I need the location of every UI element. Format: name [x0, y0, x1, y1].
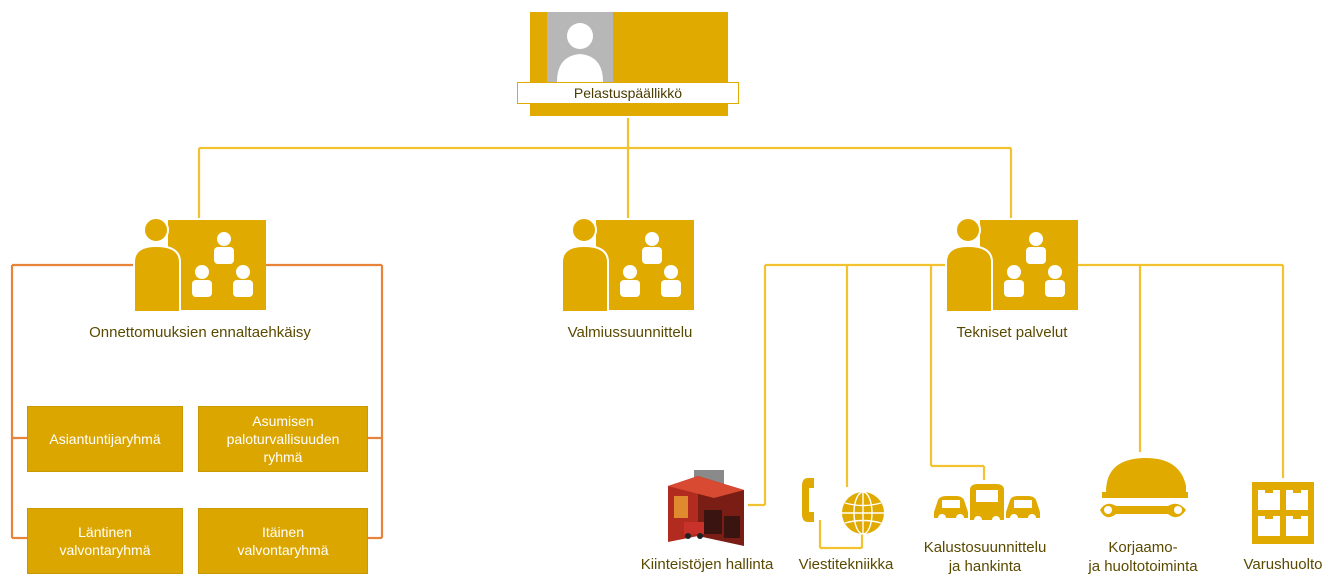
- group-box-eastern-supervision[interactable]: Itäinen valvontaryhmä: [198, 508, 368, 574]
- unit-label-prevention[interactable]: Onnettomuuksien ennaltaehkäisy: [89, 324, 311, 341]
- vehicles-icon: [932, 482, 1042, 531]
- group-box-western-supervision[interactable]: Läntinen valvontaryhmä: [27, 508, 183, 574]
- team-icon: [560, 214, 696, 319]
- helmet-wrench-icon: [1098, 452, 1190, 533]
- service-label-fleet[interactable]: Kalustosuunnittelu ja hankinta: [923, 539, 1047, 575]
- group-box-housing-fire-safety[interactable]: Asumisen paloturvallisuuden ryhmä: [198, 406, 368, 472]
- team-icon: [944, 214, 1080, 319]
- group-box-experts[interactable]: Asiantuntijaryhmä: [27, 406, 183, 472]
- unit-label-technical[interactable]: Tekniset palvelut: [956, 324, 1068, 341]
- service-label-property[interactable]: Kiinteistöjen hallinta: [640, 556, 774, 573]
- unit-label-preparedness[interactable]: Valmiussuunnittelu: [567, 324, 693, 341]
- person-placeholder-icon: [547, 12, 613, 82]
- team-icon: [132, 214, 268, 319]
- globe-icon: [840, 490, 886, 541]
- service-label-telecom[interactable]: Viestitekniikka: [798, 556, 894, 573]
- service-label-workshop[interactable]: Korjaamo- ja huoltotoiminta: [1088, 539, 1198, 575]
- root-title: Pelastuspäällikkö: [517, 82, 739, 104]
- service-label-equipment[interactable]: Varushuolto: [1243, 556, 1323, 573]
- fire-station-building-icon: [664, 466, 750, 555]
- phone-icon: [800, 476, 828, 529]
- lockers-icon: [1252, 482, 1314, 549]
